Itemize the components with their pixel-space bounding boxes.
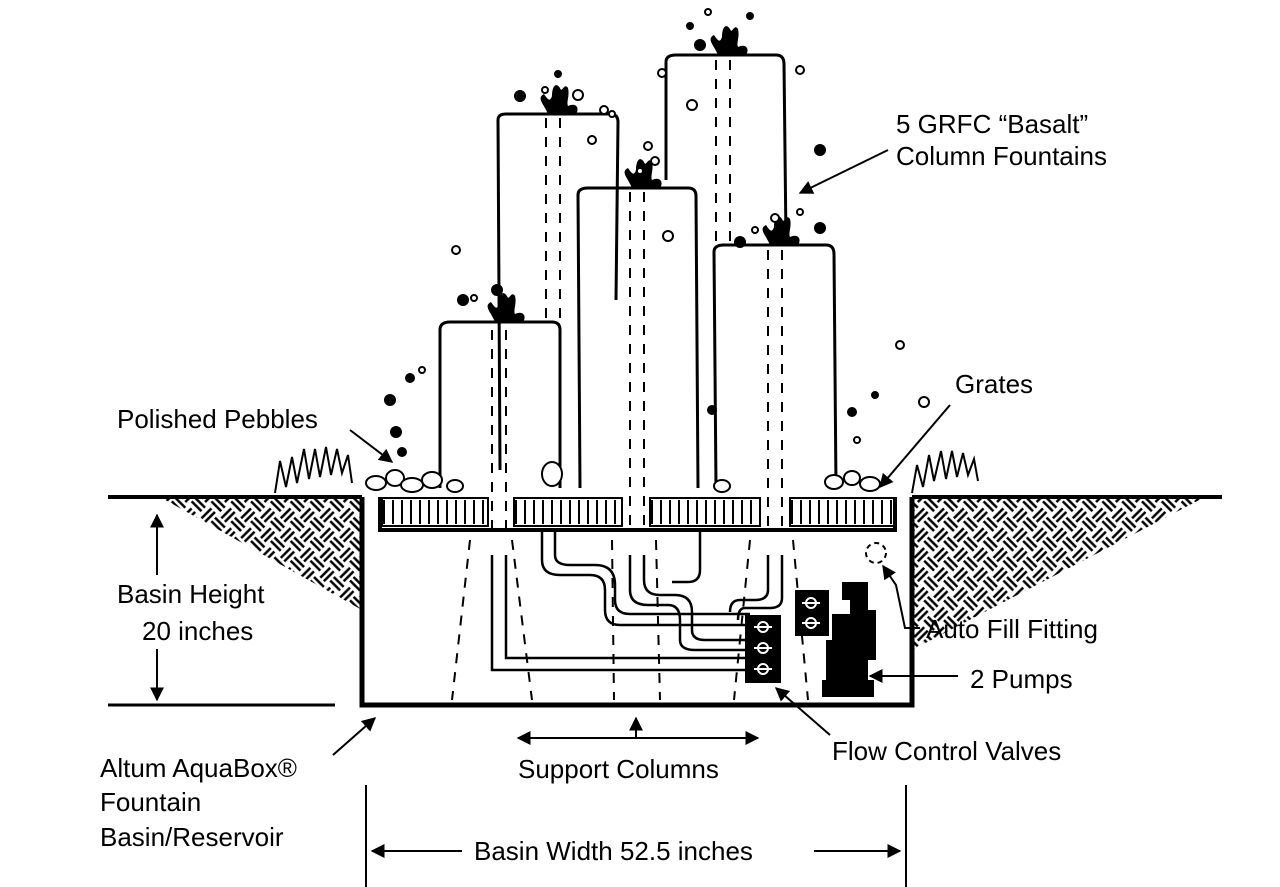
water-droplet xyxy=(541,86,549,94)
column-fountain-3 xyxy=(576,186,700,489)
label-columns-line2: Column Fountains xyxy=(896,141,1107,171)
label-basin-width: Basin Width 52.5 inches xyxy=(474,836,753,866)
water-droplet xyxy=(746,12,754,20)
label-basin-line2: Fountain xyxy=(100,787,201,817)
label-columns-line1: 5 GRFC “Basalt” xyxy=(896,109,1088,139)
water-droplet xyxy=(608,110,616,118)
leader-arrows xyxy=(110,149,958,887)
plumbing-hoses xyxy=(490,530,784,672)
water-droplet xyxy=(694,39,706,51)
water-droplet xyxy=(457,294,469,306)
water-droplet xyxy=(918,396,930,408)
label-grates: Grates xyxy=(955,369,1033,399)
grass-right xyxy=(911,450,979,494)
water-droplet xyxy=(491,284,503,296)
water-droplet xyxy=(704,8,712,16)
column-fountains xyxy=(384,8,930,530)
water-droplet xyxy=(636,167,644,175)
water-droplet xyxy=(599,105,609,115)
plant-tufts xyxy=(487,26,800,322)
water-droplet xyxy=(405,373,415,383)
water-droplet xyxy=(587,135,597,145)
soil-left xyxy=(160,497,362,610)
water-droplet xyxy=(895,340,905,350)
water-droplet xyxy=(871,391,879,399)
water-droplet xyxy=(814,144,826,156)
water-droplet xyxy=(390,426,402,438)
water-droplets xyxy=(384,8,930,457)
water-droplet xyxy=(734,236,746,248)
grate xyxy=(513,497,623,527)
column-fountain-2 xyxy=(496,112,620,471)
support-columns xyxy=(451,539,809,701)
polished-pebbles xyxy=(365,461,881,493)
label-basin-height-line1: Basin Height xyxy=(117,579,265,609)
water-droplet xyxy=(707,405,717,415)
label-basin-line1: Altum AquaBox® xyxy=(100,753,297,783)
water-droplet xyxy=(686,22,694,30)
column-fountain-4 xyxy=(664,53,788,241)
water-droplet xyxy=(384,394,396,406)
water-droplet xyxy=(853,436,861,444)
basin-reservoir xyxy=(359,497,915,708)
water-droplet xyxy=(847,407,857,417)
water-droplet xyxy=(572,89,584,101)
water-droplet xyxy=(795,65,805,75)
label-pumps: 2 Pumps xyxy=(970,664,1073,694)
water-droplet xyxy=(796,208,804,216)
water-droplet xyxy=(397,447,407,457)
label-basin-height-line2: 20 inches xyxy=(142,616,253,646)
water-droplet xyxy=(470,294,478,302)
water-droplet xyxy=(657,68,667,78)
water-droplet xyxy=(418,366,426,374)
water-droplet xyxy=(686,99,698,111)
auto-fill-fitting xyxy=(865,542,887,564)
water-droplet xyxy=(554,70,562,78)
flow-control-valves xyxy=(745,590,829,683)
water-droplet xyxy=(814,222,826,234)
label-valves: Flow Control Valves xyxy=(832,736,1061,766)
grate xyxy=(789,497,895,527)
grate xyxy=(381,497,489,527)
grates xyxy=(381,497,895,527)
ground xyxy=(108,495,1222,707)
water-droplet xyxy=(643,141,653,151)
column-fountain-5 xyxy=(712,243,838,489)
label-basin-line3: Basin/Reservoir xyxy=(100,822,284,852)
label-pebbles: Polished Pebbles xyxy=(117,404,318,434)
water-droplet xyxy=(451,245,461,255)
pumps xyxy=(822,582,876,697)
water-droplet xyxy=(514,90,526,102)
label-auto-fill: Auto Fill Fitting xyxy=(926,614,1098,644)
grate xyxy=(649,497,761,527)
water-droplet xyxy=(770,213,780,223)
internal-pipes xyxy=(491,60,783,530)
soil-right xyxy=(912,497,1205,650)
grass-left xyxy=(274,446,353,494)
water-droplet xyxy=(650,156,660,166)
water-droplet xyxy=(662,230,674,242)
water-droplet xyxy=(751,226,759,234)
label-support-columns: Support Columns xyxy=(518,754,719,784)
